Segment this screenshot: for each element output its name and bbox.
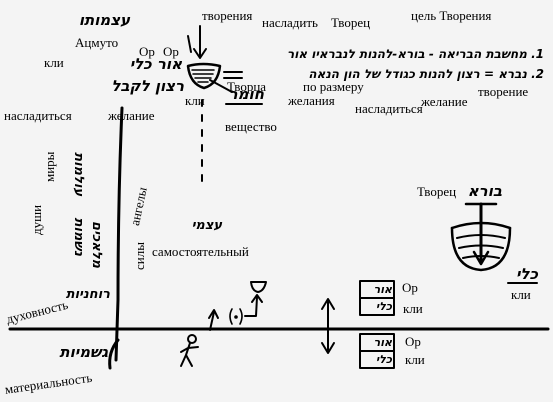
hebrew-atzmuto: עצמותו <box>78 11 130 29</box>
paren-dot <box>234 315 238 319</box>
hebrew-or-box-upper: אור <box>373 283 392 296</box>
label-zhelania: желания <box>288 93 335 108</box>
hebrew-or-kli-left: אור כלי <box>129 55 182 73</box>
person-head <box>187 334 197 344</box>
label-tvorenia: творения <box>202 8 253 23</box>
label-kli-under-vessel: кли <box>185 93 205 108</box>
label-tvorets-top: Творец <box>331 15 371 30</box>
label-nasladitsya-mid: насладиться <box>355 101 423 116</box>
label-dushi: души <box>29 204 44 235</box>
hebrew-ruchaniyut: רוחניות <box>65 287 110 302</box>
label-veshchestvo: вещество <box>225 119 277 134</box>
label-kli-right: кли <box>511 287 531 302</box>
vessel-handle <box>209 79 233 93</box>
hebrew-chomer: חומר <box>228 85 264 103</box>
hebrew-atzmi: עצמי <box>191 218 222 233</box>
double-arrow-top <box>321 298 335 310</box>
hebrew-line-2: 2. נברא = רצון להנות כגודל של הון הנאה <box>308 67 544 81</box>
hebrew-neshamot: נשמות <box>71 217 86 256</box>
paren-left <box>229 308 233 325</box>
label-po-razmeru: по размеру <box>303 79 364 94</box>
hebrew-gashmiyut: גשמיות <box>59 343 108 361</box>
label-zhelanie-right: желание <box>421 94 468 109</box>
staircase-line <box>244 296 258 317</box>
label-or-box-lower: Ор <box>405 334 421 349</box>
hebrew-bore: בורא <box>467 182 502 200</box>
label-nasladit: насладить <box>262 15 318 30</box>
hebrew-kli-box-lower: כלי <box>375 353 392 366</box>
label-kli-box-lower: кли <box>405 352 425 367</box>
vessel-fill-hatch <box>191 69 215 83</box>
label-kli-box-upper: кли <box>403 301 423 316</box>
label-samostoyatelny: самостоятельный <box>152 244 249 259</box>
main-vertical-line <box>114 106 124 362</box>
label-tvorenie: творение <box>478 84 529 99</box>
label-miry: миры <box>42 151 57 182</box>
person-body <box>180 342 199 367</box>
hebrew-or-box-lower: אור <box>373 336 392 349</box>
label-zhelanie-left: желание <box>108 108 155 123</box>
bowl-arrow-head <box>472 250 490 266</box>
hebrew-kli-box-upper: כלי <box>375 300 392 313</box>
label-or-box-upper: Ор <box>402 280 418 295</box>
arrow-head-top <box>193 48 207 59</box>
hebrew-line-1: 1. מחשבת הבריאה - בורא-להנות לנבראיו אור <box>286 47 544 61</box>
label-kli-left: кли <box>44 55 64 70</box>
hebrew-kli-right: כלי <box>516 265 538 283</box>
label-tvortsa: Творца <box>227 79 267 94</box>
label-or-1: Ор <box>139 44 155 59</box>
person-arrow-head <box>208 309 219 319</box>
main-vertical-hook <box>108 338 120 370</box>
person-arrow-shaft <box>209 311 215 331</box>
hebrew-ratzon-lekabel: רצון לקבל <box>111 77 184 95</box>
staircase-arrow <box>251 294 263 303</box>
double-arrow-bottom <box>321 342 335 354</box>
label-tsel-tvorenia: цель Творения <box>411 8 492 23</box>
tick-mark <box>187 35 192 53</box>
vessel-kli-top <box>186 62 222 90</box>
label-or-2: Ор <box>163 44 179 59</box>
label-atzmuto: Ацмуто <box>75 35 119 50</box>
label-tvorets-right: Творец <box>417 184 457 199</box>
paren-right <box>239 308 243 325</box>
hebrew-malachim: מלאכים <box>89 221 104 268</box>
hebrew-olamot: עולמות <box>71 152 86 196</box>
small-cup <box>250 281 267 293</box>
label-sily: силы <box>132 242 147 270</box>
bowl-body <box>450 226 512 272</box>
label-nasladitsya-left: насладиться <box>4 108 72 123</box>
